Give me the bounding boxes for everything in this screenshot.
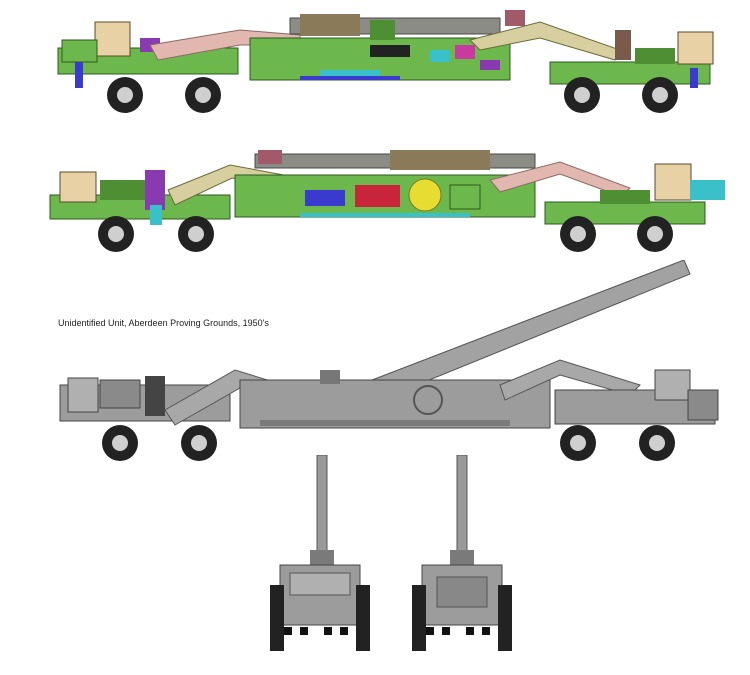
side-view-grey xyxy=(0,260,750,470)
rear-tractor xyxy=(544,163,725,252)
hazard-stripes xyxy=(426,627,498,635)
side-view-left-color xyxy=(0,150,750,260)
side-view-right-color xyxy=(0,10,750,120)
rear-view-grey xyxy=(412,455,512,665)
gun-carriage xyxy=(234,150,536,218)
caption: Unidentified Unit, Aberdeen Proving Grou… xyxy=(58,318,269,328)
gun-carriage xyxy=(249,10,525,81)
rear-tractor xyxy=(549,30,714,113)
barrel xyxy=(456,455,468,556)
front-view-drawing xyxy=(270,455,370,651)
side-view-right-drawing xyxy=(57,10,714,113)
barrel xyxy=(316,455,328,556)
front-view-grey xyxy=(270,455,370,665)
front-tractor xyxy=(49,170,231,252)
hazard-stripes xyxy=(284,627,356,635)
side-view-grey-drawing xyxy=(59,260,719,461)
gun-carriage xyxy=(239,370,551,429)
rear-tractor xyxy=(554,369,719,461)
side-view-left-drawing xyxy=(49,150,725,252)
rear-view-drawing xyxy=(412,455,512,651)
front-tractor xyxy=(59,376,231,461)
front-tractor xyxy=(57,21,239,113)
